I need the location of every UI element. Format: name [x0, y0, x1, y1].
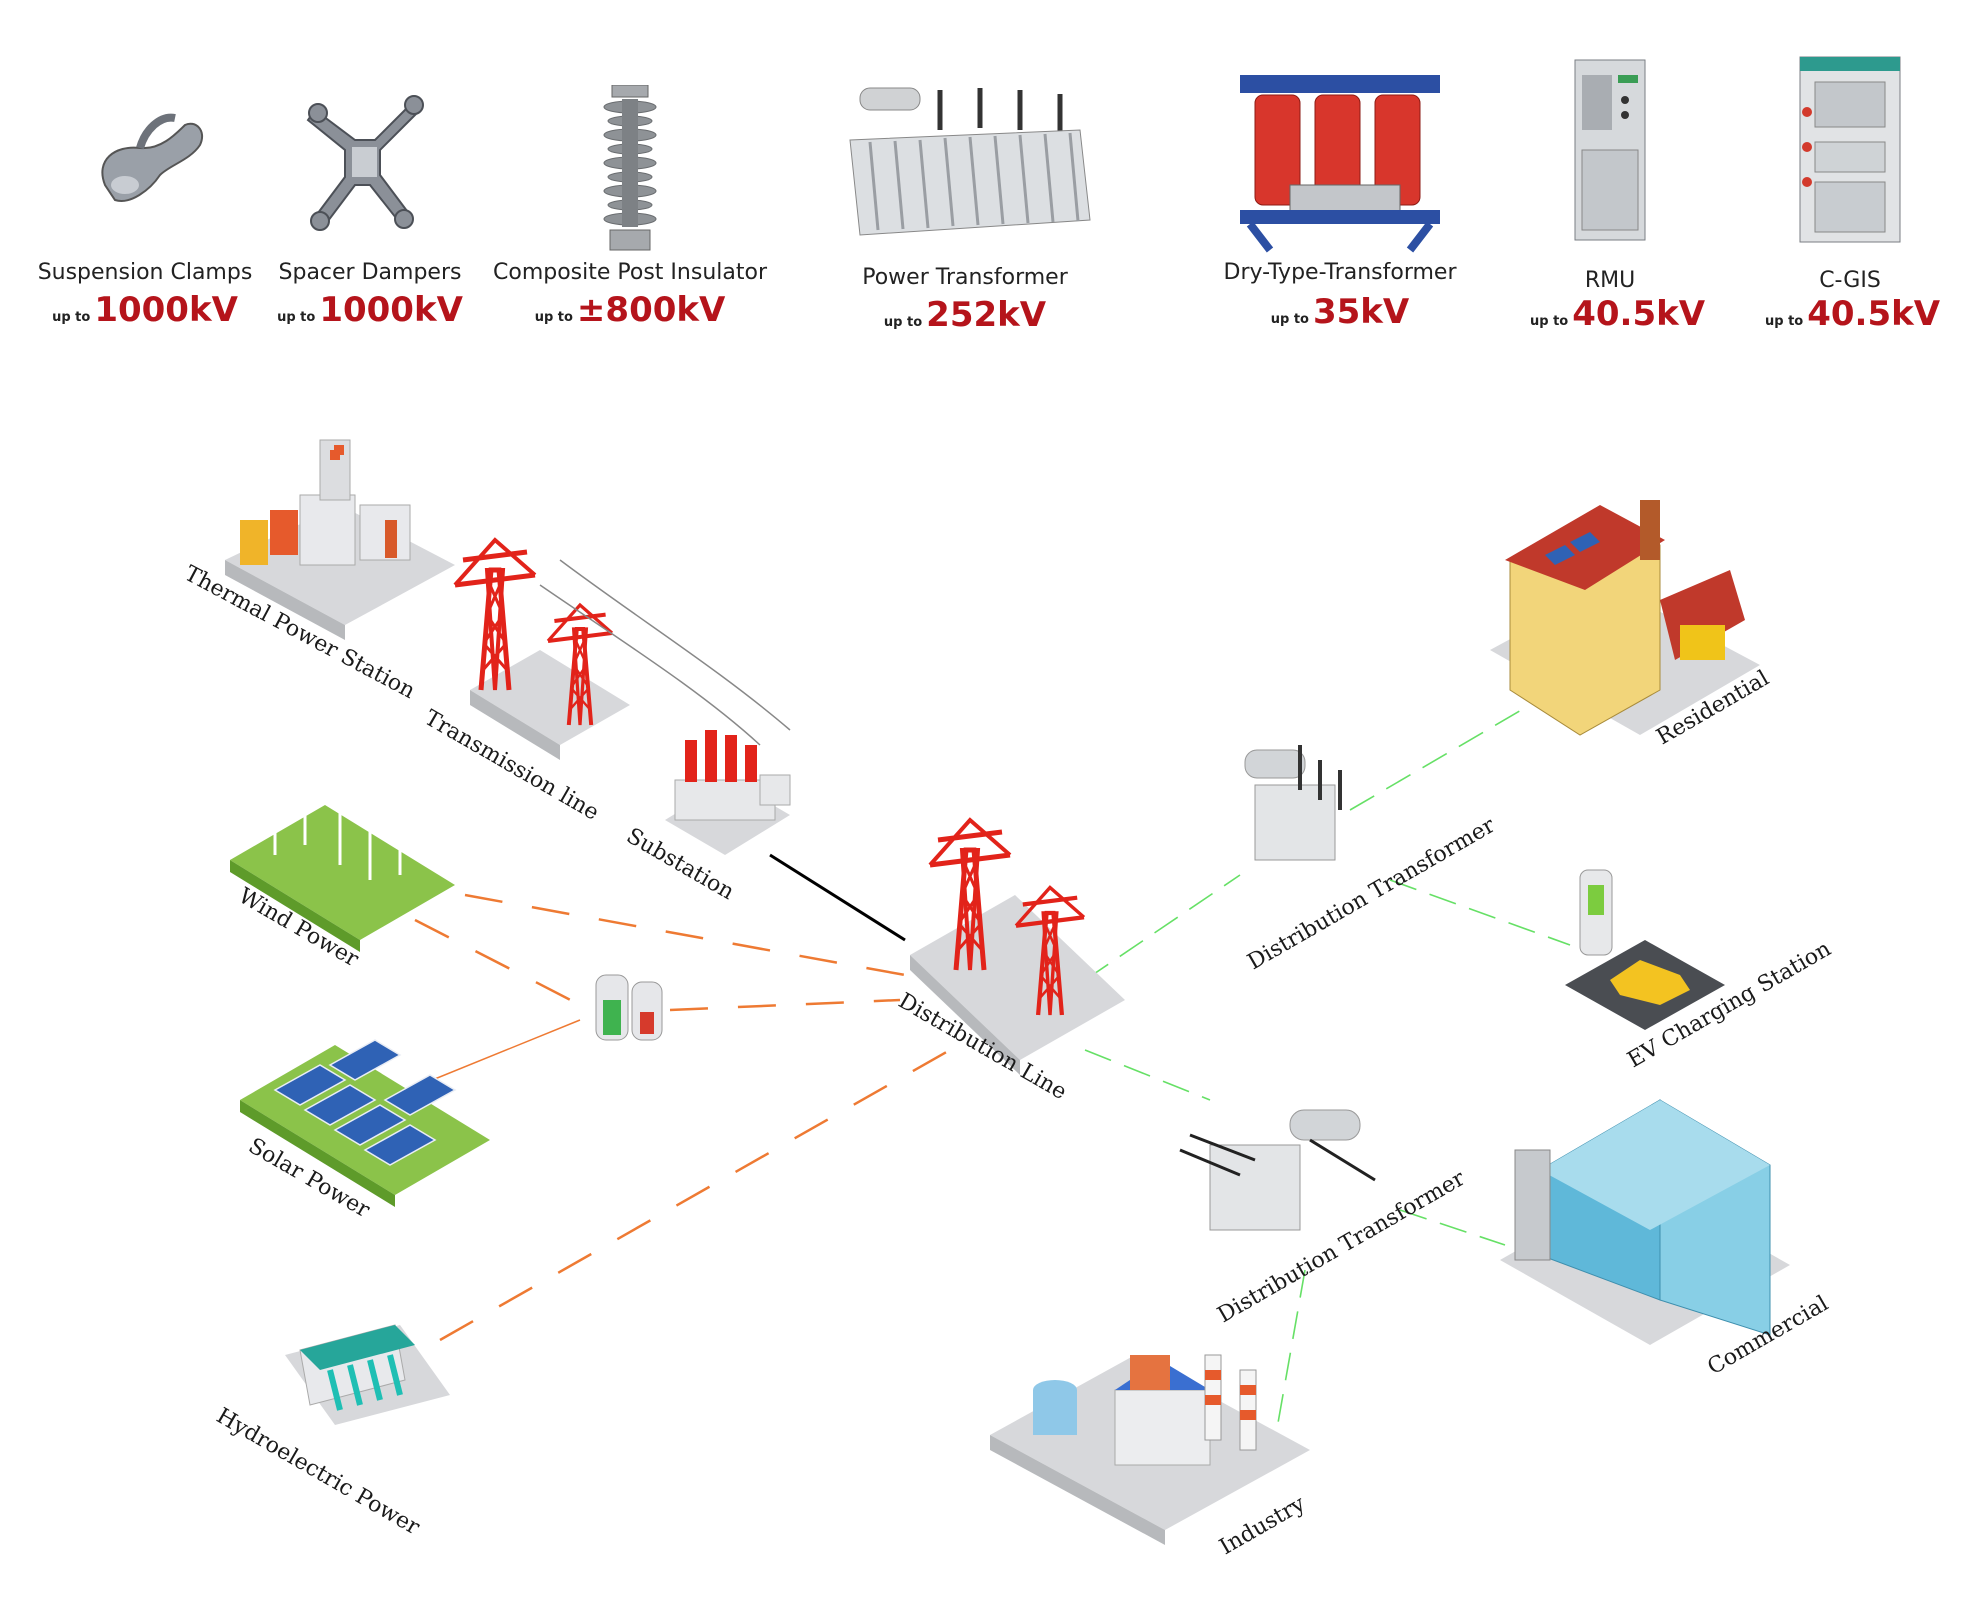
residential-icon [1490, 500, 1760, 736]
product-name: Dry-Type-Transformer [1223, 260, 1457, 285]
product-composite-post-insulator: Composite Post Insulator up to±800kV [480, 80, 780, 340]
link-hydro-distribution [439, 1048, 951, 1342]
c-gis-image [1799, 56, 1901, 243]
link-solar-storage [419, 1019, 581, 1086]
dry-type-transformer-image [1240, 75, 1440, 253]
product-name: Power Transformer [862, 265, 1068, 290]
product-name: RMU [1584, 268, 1636, 293]
distribution-transformer-1-icon [1244, 745, 1342, 861]
link-wind-distribution [464, 893, 906, 977]
commercial-icon [1500, 1099, 1790, 1345]
link-substation-distribution [769, 853, 906, 942]
link-transformer2-commercial [1399, 1209, 1506, 1246]
link-transformer1-ev [1389, 879, 1571, 946]
power-transformer-image [849, 87, 1091, 236]
link-distribution-transformer1 [1084, 874, 1241, 981]
link-storage-distribution [669, 998, 901, 1012]
consumer-links [1084, 704, 1571, 1441]
composite-post-insulator-image [603, 85, 657, 251]
link-wind-storage [414, 918, 591, 1012]
rmu-image [1574, 59, 1646, 241]
label-industry: Industry [1216, 1491, 1311, 1560]
transmission-line-icon [455, 540, 791, 760]
product-name: Suspension Clamps [37, 260, 253, 285]
product-rating: up to±800kV [534, 290, 726, 330]
link-transformer2-industry [1274, 1269, 1306, 1441]
label-hydroelectric-power: Hydroelectric Power [212, 1404, 424, 1541]
distribution-transformer-2-icon [1179, 1109, 1376, 1231]
product-name: C-GIS [1819, 268, 1881, 293]
link-transformer1-residential [1349, 704, 1531, 811]
thermal-power-station-icon [225, 439, 455, 640]
product-name: Composite Post Insulator [493, 260, 767, 285]
wind-power-icon [230, 764, 455, 952]
product-name: Spacer Dampers [278, 260, 462, 285]
hydroelectric-power-icon [285, 1324, 450, 1425]
energy-storage-icon [595, 974, 663, 1041]
link-distribution-transformer2 [1084, 1049, 1211, 1101]
spacer-damper-image [306, 95, 424, 231]
industry-icon [990, 1354, 1310, 1545]
suspension-clamp-image [101, 113, 204, 202]
generation-links [414, 893, 951, 1342]
distribution-line-icon [910, 820, 1125, 1075]
solar-power-icon [240, 1039, 490, 1207]
substation-icon [665, 730, 791, 855]
ev-charging-station-icon [1565, 869, 1725, 1030]
